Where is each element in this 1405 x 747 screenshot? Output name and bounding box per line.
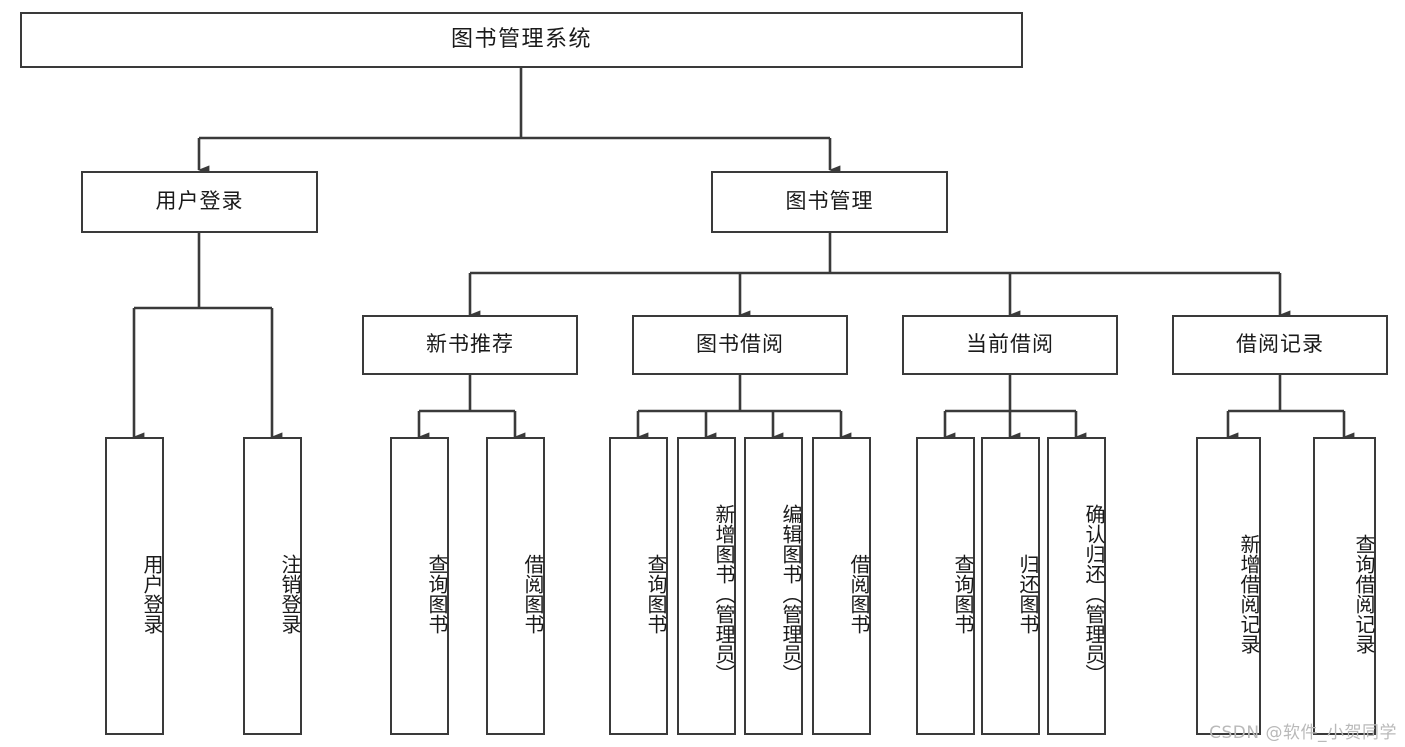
node-label: 借阅记录 <box>1236 332 1324 357</box>
node-label: 查询图书 <box>951 554 975 634</box>
node-root-system[interactable]: 图书管理系统 <box>20 12 1023 68</box>
node-leaf-borrow-book-2[interactable]: 借阅图书 <box>812 437 871 735</box>
node-label: 图书管理 <box>785 189 874 214</box>
node-user-login[interactable]: 用户登录 <box>81 171 318 233</box>
node-leaf-query-book-1[interactable]: 查询图书 <box>390 437 449 735</box>
node-label: 用户登录 <box>140 554 164 634</box>
node-leaf-query-record[interactable]: 查询借阅记录 <box>1313 437 1376 735</box>
node-leaf-query-book-2[interactable]: 查询图书 <box>609 437 668 735</box>
node-label: 新书推荐 <box>426 332 514 357</box>
node-label: 查询借阅记录 <box>1352 534 1376 654</box>
node-label: 确认归还（管理员） <box>1082 504 1106 684</box>
node-label: 查询图书 <box>425 554 449 634</box>
node-leaf-edit-book[interactable]: 编辑图书（管理员） <box>744 437 803 735</box>
node-label: 用户登录 <box>155 189 244 214</box>
node-leaf-confirm-return[interactable]: 确认归还（管理员） <box>1047 437 1106 735</box>
node-label: 借阅图书 <box>521 554 545 634</box>
node-label: 借阅图书 <box>847 554 871 634</box>
node-leaf-return-book[interactable]: 归还图书 <box>981 437 1040 735</box>
node-leaf-query-book-3[interactable]: 查询图书 <box>916 437 975 735</box>
node-label: 注销登录 <box>278 554 302 634</box>
node-leaf-user-login[interactable]: 用户登录 <box>105 437 164 735</box>
node-leaf-user-logout[interactable]: 注销登录 <box>243 437 302 735</box>
node-new-book-rec[interactable]: 新书推荐 <box>362 315 578 375</box>
node-label: 新增图书（管理员） <box>712 504 736 684</box>
node-current-borrow[interactable]: 当前借阅 <box>902 315 1118 375</box>
node-label: 查询图书 <box>644 554 668 634</box>
node-label: 图书借阅 <box>696 332 784 357</box>
node-label: 新增借阅记录 <box>1237 534 1261 654</box>
node-borrow-record[interactable]: 借阅记录 <box>1172 315 1388 375</box>
node-book-manage[interactable]: 图书管理 <box>711 171 948 233</box>
node-label: 编辑图书（管理员） <box>779 504 803 684</box>
node-book-borrow[interactable]: 图书借阅 <box>632 315 848 375</box>
node-leaf-add-book[interactable]: 新增图书（管理员） <box>677 437 736 735</box>
node-label: 当前借阅 <box>966 332 1054 357</box>
node-leaf-add-record[interactable]: 新增借阅记录 <box>1196 437 1261 735</box>
csdn-watermark: CSDN @软件_小贺同学 <box>1209 723 1397 743</box>
node-label: 图书管理系统 <box>450 26 592 52</box>
node-label: 归还图书 <box>1016 554 1040 634</box>
node-leaf-borrow-book-1[interactable]: 借阅图书 <box>486 437 545 735</box>
